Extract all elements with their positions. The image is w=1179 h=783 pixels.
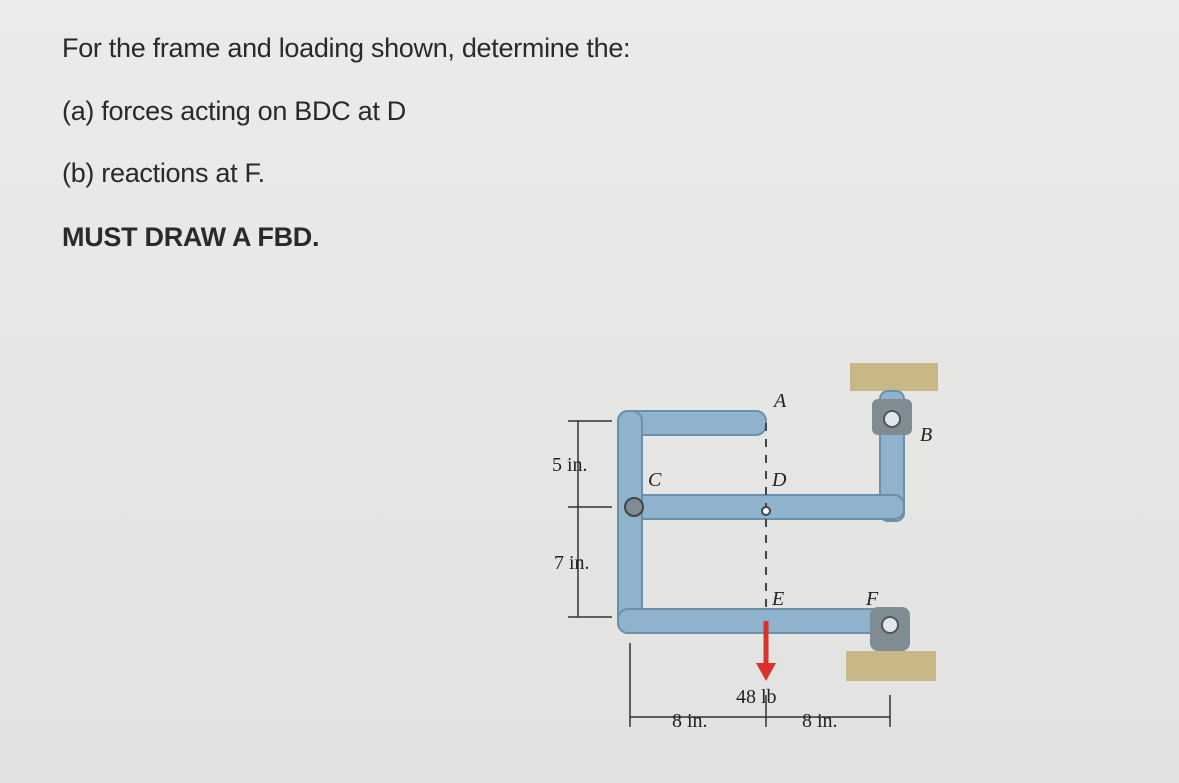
question-intro: For the frame and loading shown, determi… bbox=[62, 33, 631, 63]
member-bottom-arm bbox=[617, 608, 901, 634]
pin-c bbox=[624, 497, 644, 517]
label-f: F bbox=[865, 588, 879, 610]
dim-left-width: 8 in. bbox=[672, 710, 708, 732]
question-instruction: MUST DRAW A FBD. bbox=[62, 222, 320, 252]
member-vertical bbox=[617, 410, 643, 634]
load-label: 48 lb bbox=[736, 686, 777, 708]
dim-right-width: 8 in. bbox=[802, 710, 838, 732]
pin-d bbox=[761, 506, 771, 516]
label-c: C bbox=[648, 469, 662, 491]
question-part-a: (a) forces acting on BDC at D bbox=[62, 96, 406, 126]
frame-figure: A B C D E F 48 lb 5 in. 7 in. 8 in. 8 in… bbox=[540, 355, 960, 755]
label-a: A bbox=[772, 390, 787, 412]
label-e: E bbox=[771, 588, 784, 610]
load-arrow-head bbox=[756, 663, 776, 681]
question-part-b: (b) reactions at F. bbox=[62, 158, 265, 188]
pin-f bbox=[881, 616, 899, 634]
dim-top-height: 5 in. bbox=[552, 454, 588, 476]
pin-b bbox=[883, 410, 901, 428]
dim-bottom-height: 7 in. bbox=[554, 552, 590, 574]
ceiling-support bbox=[850, 363, 938, 391]
ground-support bbox=[846, 651, 936, 681]
label-d: D bbox=[771, 469, 787, 491]
frame-diagram: A B C D E F 48 lb 5 in. 7 in. 8 in. 8 in… bbox=[552, 363, 938, 732]
label-b: B bbox=[920, 424, 932, 446]
